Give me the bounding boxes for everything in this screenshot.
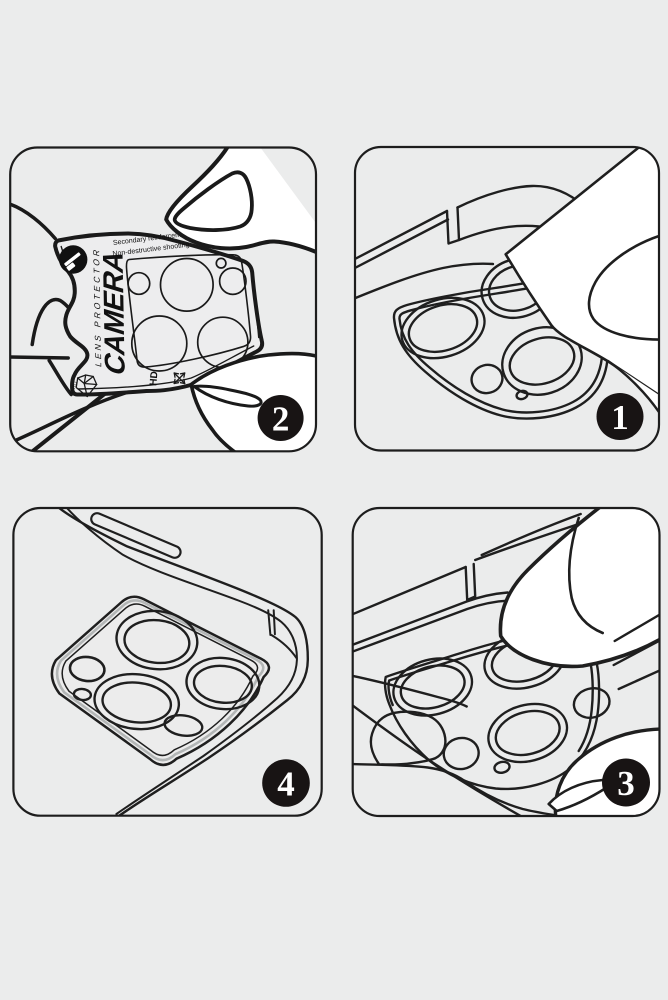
svg-text:CAMERA: CAMERA: [98, 247, 132, 380]
svg-text:4: 4: [277, 765, 295, 804]
svg-text:HD: HD: [148, 371, 160, 386]
svg-text:2: 2: [272, 400, 290, 439]
svg-text:MIRO: MIRO: [69, 381, 79, 395]
svg-text:3: 3: [617, 764, 635, 803]
svg-text:1: 1: [611, 398, 629, 437]
svg-text:LENS PROTECTOR: LENS PROTECTOR: [91, 245, 103, 368]
